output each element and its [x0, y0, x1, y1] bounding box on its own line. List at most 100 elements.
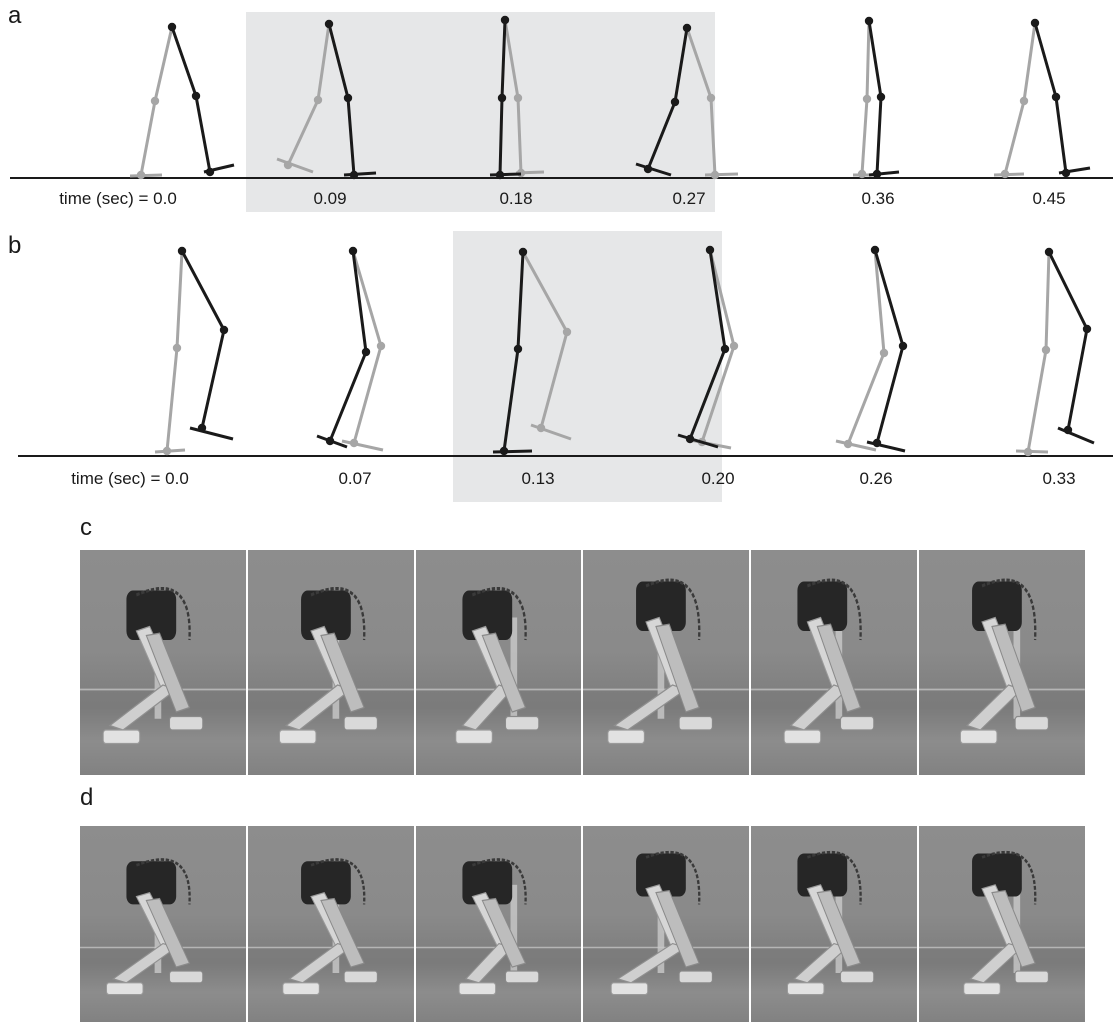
time-label-a-3: 0.18	[499, 189, 532, 208]
robot-torso	[636, 853, 687, 897]
stick-figure-b-1-swing-leg-joint-ankle	[162, 446, 172, 456]
robot-illustration	[919, 850, 1085, 1022]
stick-figure-b-5-swing-leg-segments	[846, 249, 886, 445]
robot-photo-d-3	[415, 826, 582, 1022]
stick-figure-a-5-stance-leg-joint-ankle	[872, 169, 882, 179]
stick-figure-a-3-stance-leg	[489, 15, 522, 180]
stick-figure-a-4-stance-leg-joint-ankle	[643, 164, 653, 174]
robot-cable	[310, 586, 366, 641]
robot-torso	[797, 853, 848, 897]
robot-illustration	[583, 578, 750, 775]
stick-figure-b-2-stance-leg	[316, 246, 371, 449]
photo-strip-d	[80, 826, 1085, 1022]
robot-foot-rear	[1014, 715, 1049, 731]
stick-figure-b-6-swing-leg-joint-knee	[1041, 345, 1051, 355]
stick-figure-b-2-stance-leg-joint-hip	[348, 246, 358, 256]
robot-illustration	[415, 586, 582, 775]
robot-foot	[458, 982, 496, 996]
stick-figure-b-3-stance-leg-joint-ankle	[499, 446, 509, 456]
stick-figure-a-4-swing-leg-joint-knee	[706, 93, 716, 103]
stick-figure-b-5-swing-leg-joint-ankle	[843, 439, 853, 449]
stick-figure-a-6-stance-leg-joint-hip	[1030, 18, 1040, 28]
robot-cable	[646, 850, 701, 905]
robot-illustration	[583, 850, 750, 1022]
stick-figure-b-3-stance-leg-foot	[492, 449, 533, 454]
panel-label-c: c	[80, 514, 92, 541]
robot-thigh-rear	[320, 897, 365, 968]
stick-figure-b-5-stance-leg	[866, 245, 908, 453]
stick-figure-b-3-stance-leg-joint-knee	[513, 344, 523, 354]
robot-photo-c-3	[415, 550, 582, 775]
stick-figure-a-4-stance-leg-joint-knee	[670, 97, 680, 107]
stick-figure-a-5-swing-leg-joint-knee	[862, 94, 872, 104]
stick-figure-a-4-swing-leg-joint-ankle	[710, 170, 720, 180]
time-label-b-6: 0.33	[1042, 469, 1075, 488]
robot-foot	[454, 729, 493, 745]
stick-figure-a-1-swing-leg	[129, 26, 174, 180]
highlight-region-b	[453, 231, 722, 502]
robot-thigh-rear	[481, 897, 526, 968]
robot-illustration	[247, 586, 414, 775]
stick-figure-b-3-swing-leg-joint-ankle	[536, 423, 546, 433]
stick-figure-b-6-stance-leg-joint-hip	[1044, 247, 1054, 257]
robot-foot-rear	[343, 970, 378, 984]
robot-photo-c-4	[583, 550, 750, 775]
stick-figure-a-3-stance-leg-joint-ankle	[495, 170, 505, 180]
stick-figure-a-2-swing-leg-joint-knee	[313, 95, 323, 105]
stick-figure-b-3-stance-leg-joint-hip	[518, 247, 528, 257]
stick-figure-a-2-stance-leg-joint-hip	[324, 19, 334, 29]
stick-figure-a-4-stance-leg-joint-hip	[682, 23, 692, 33]
robot-foot	[960, 729, 998, 745]
robot-torso	[636, 581, 687, 631]
robot-illustration	[751, 578, 918, 775]
stick-figure-a-6-stance-leg-segments	[1033, 22, 1068, 174]
stick-figure-a-6-stance-leg-joint-knee	[1051, 92, 1061, 102]
robot-torso	[972, 581, 1022, 631]
stick-figure-a-5-stance-leg-joint-hip	[864, 16, 874, 26]
panel-label-a: a	[8, 2, 22, 29]
time-label-b-2: 0.07	[338, 469, 371, 488]
robot-photo-c-2	[247, 550, 414, 775]
support-pole	[658, 884, 665, 973]
stick-figure-b-5-swing-leg-joint-knee	[879, 348, 889, 358]
robot-foot-rear	[679, 715, 714, 731]
robot-torso	[797, 581, 848, 631]
stick-figure-b-6-swing-leg-joint-ankle	[1023, 447, 1033, 457]
robot-foot-rear	[679, 970, 714, 984]
time-label-b-3: 0.13	[521, 469, 554, 488]
robot-illustration	[80, 586, 246, 775]
robot-foot	[963, 982, 1001, 996]
stick-figure-b-2-swing-leg-joint-ankle	[349, 438, 359, 448]
photo-strip-c	[80, 550, 1085, 775]
stick-figure-a-2-swing-leg-joint-ankle	[283, 160, 293, 170]
robot-photo-d-5	[751, 826, 918, 1022]
robot-torso	[972, 853, 1022, 897]
robot-foot-rear	[840, 715, 875, 731]
stick-figure-a-6-stance-leg	[1030, 18, 1091, 178]
time-label-a-2: 0.09	[313, 189, 346, 208]
robot-foot	[787, 982, 825, 996]
robot-thigh-rear	[655, 623, 701, 713]
stick-figure-a-1-swing-leg-joint-knee	[150, 96, 160, 106]
stick-figure-b-1-stance-leg-joint-ankle	[197, 423, 207, 433]
robot-cable	[310, 858, 366, 905]
stick-figure-b-2-stance-leg-joint-ankle	[325, 436, 335, 446]
robot-thigh-rear	[991, 623, 1036, 713]
robot-cable	[981, 578, 1037, 641]
robot-foot	[278, 729, 317, 745]
robot-illustration	[415, 858, 582, 1022]
robot-foot	[102, 729, 141, 745]
robot-photo-d-6	[919, 826, 1085, 1022]
robot-torso	[126, 590, 177, 640]
stick-figure-a-6-swing-leg	[993, 22, 1037, 179]
robot-cable	[807, 850, 863, 905]
stick-figure-b-3-swing-leg	[521, 251, 572, 441]
robot-illustration	[751, 850, 918, 1022]
stick-figure-b-1-stance-leg-joint-knee	[219, 325, 229, 335]
stick-figure-a-5-stance-leg	[864, 16, 900, 179]
stick-figure-a-4-swing-leg-foot	[704, 172, 739, 177]
robot-thigh-rear	[816, 890, 862, 968]
robot-thigh-rear	[481, 632, 526, 713]
stick-figure-b-3-stance-leg	[492, 247, 533, 456]
